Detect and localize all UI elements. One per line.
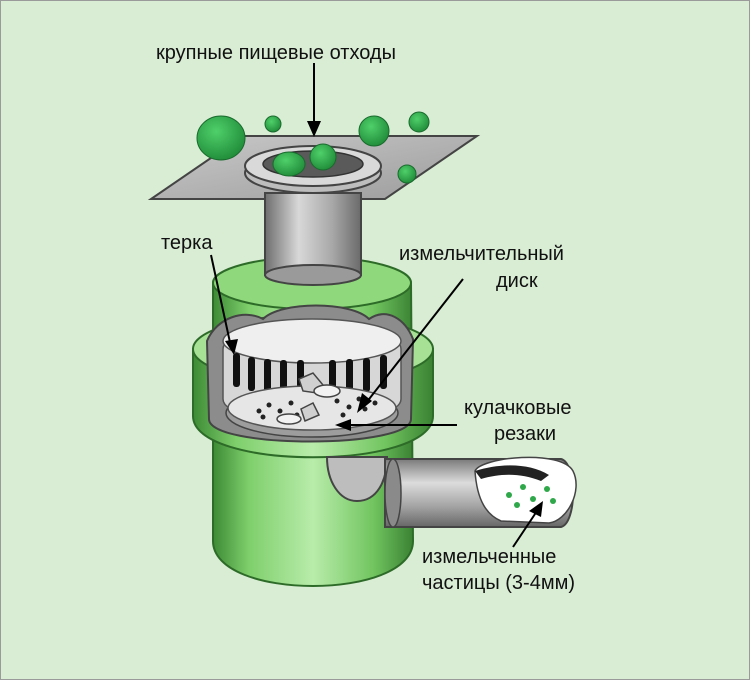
label-particles-line1: измельченные	[422, 546, 557, 568]
arrow-grater	[210, 254, 232, 348]
label-large-waste: крупные пищевые отходы	[156, 42, 396, 64]
label-grater: терка	[161, 232, 213, 254]
grater-slots	[233, 353, 387, 393]
pointer-arrows	[210, 63, 543, 548]
cam-cutters	[276, 372, 341, 425]
label-particles-line2: частицы (3-4мм)	[422, 572, 575, 594]
inlet-neck	[264, 192, 362, 286]
outlet-pipe	[384, 456, 577, 528]
arrow-grinding-disk	[365, 278, 464, 404]
label-cam-cutters-line1: кулачковые	[464, 397, 572, 419]
label-grinding-disk-line2: диск	[496, 270, 538, 292]
food-waste-pieces	[196, 111, 430, 184]
label-grinding-disk-line1: измельчительный	[399, 243, 564, 265]
label-cam-cutters-line2: резаки	[494, 423, 557, 445]
arrow-particles	[512, 510, 538, 548]
